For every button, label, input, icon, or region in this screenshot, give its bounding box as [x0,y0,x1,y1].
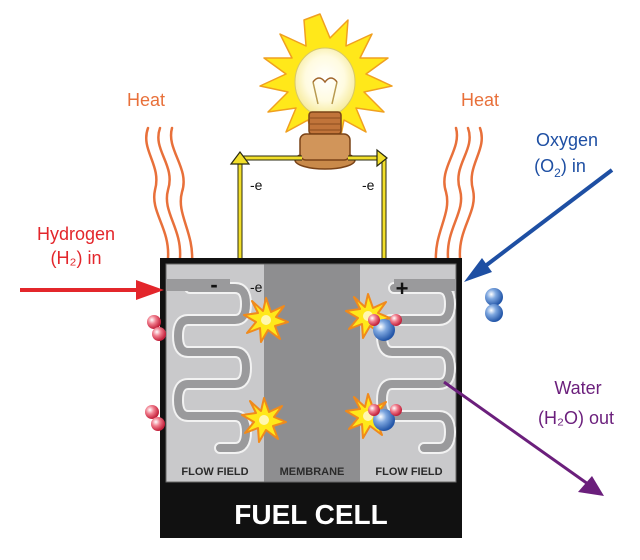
hydrogen-molecule-top [147,315,166,341]
oxygen-label-line2: (O2) in [534,156,586,180]
hydrogen-in-arrow [20,280,164,300]
electron-label-anode: -e [250,279,263,295]
electron-arrow-up-icon [229,151,251,165]
hydrogen-label-line1: Hydrogen [37,224,115,244]
heat-waves-right [434,126,483,264]
electron-label-left-wire: -e [250,177,263,193]
light-bulb-icon [259,13,393,170]
heat-label-right: Heat [461,90,499,110]
oxygen-molecule [485,288,503,322]
flow-field-right-label: FLOW FIELD [375,466,442,478]
electron-label-right-wire: -e [362,177,375,193]
plus-sign: + [396,276,409,301]
water-molecule-bottom [368,404,402,431]
oxygen-label-line1: Oxygen [536,130,598,150]
water-out-arrow [443,380,604,496]
water-label-line2: (H₂O) out [538,408,614,428]
heat-label-left: Heat [127,90,165,110]
fuel-cell-title: FUEL CELL [234,499,387,530]
circuit-wires [237,155,387,270]
minus-sign: - [210,272,217,297]
water-molecule-top [368,314,402,341]
hydrogen-label-line2: (H₂) in [51,248,102,268]
membrane-panel [264,264,360,482]
flow-field-left-label: FLOW FIELD [181,466,248,478]
hydrogen-molecule-bottom [145,405,165,431]
membrane-label: MEMBRANE [280,466,345,478]
electron-arrow-right-icon [376,148,388,168]
heat-waves-left [145,126,194,264]
water-label-line1: Water [554,378,601,398]
oxygen-in-arrow [464,168,614,282]
